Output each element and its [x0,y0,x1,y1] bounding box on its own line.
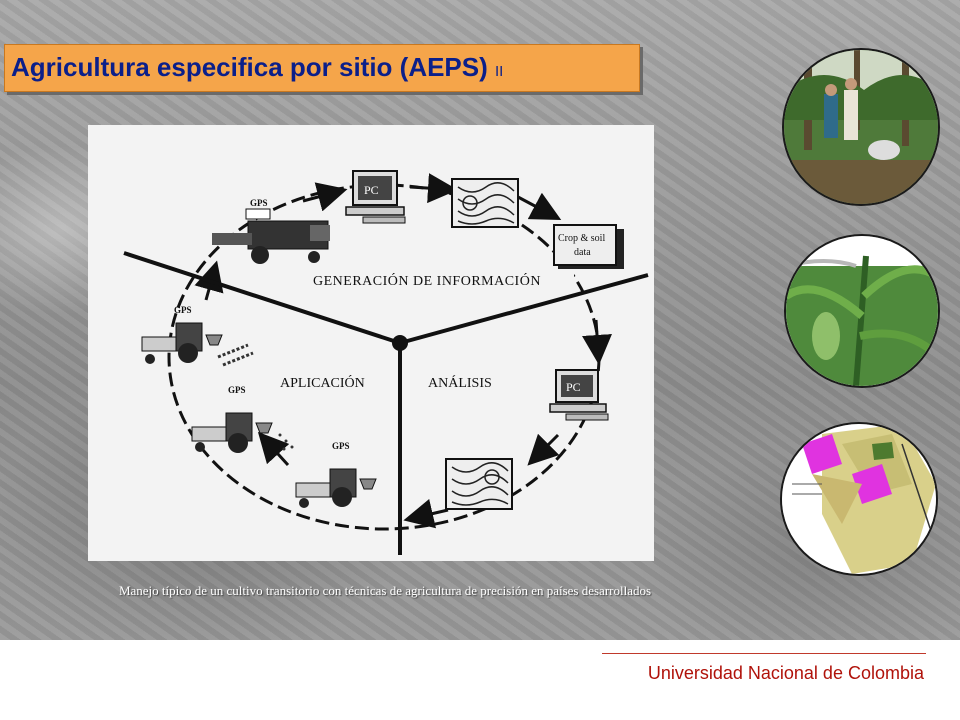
tractor-icon-2: GPS [191,385,294,453]
divider-right [399,273,649,345]
cycle-arrow [517,192,562,221]
svg-text:GPS: GPS [250,198,268,208]
diagram-caption: Manejo típico de un cultivo transitorio … [118,583,652,598]
pc-icon-right: PC [549,369,609,421]
label-aplicacion: APLICACIÓN [280,374,365,391]
cycle-arrow [403,498,449,529]
tractor-icon-3: GPS [295,441,377,508]
cycle-arrow [257,431,290,467]
svg-text:data: data [574,247,591,258]
cycle-arrow [194,260,224,301]
cycle-diagram-svg: GENERACIÓN DE INFORMACIÓN APLICACIÓN ANÁ… [123,170,649,555]
svg-text:PC: PC [364,183,379,197]
svg-text:GPS: GPS [228,385,246,395]
cycle-arrow [582,319,612,365]
slide-title: Agricultura especifica por sitio (AEPS) … [11,52,504,82]
cycle-arrow [302,182,348,212]
footer-divider [602,653,926,654]
cycle-arrow [409,173,458,204]
title-suffix: II [495,63,504,80]
divider-left [123,251,401,345]
center-node [392,335,408,351]
svg-text:PC: PC [566,380,581,394]
field-map-top [451,178,519,228]
tractor-icon-1: GPS [141,305,254,367]
photo-field-map [780,422,938,576]
photo-field-workers [782,48,940,206]
precision-agriculture-diagram: GENERACIÓN DE INFORMACIÓN APLICACIÓN ANÁ… [88,125,654,561]
label-analisis: ANÁLISIS [428,374,492,391]
combine-harvester-icon: GPS [212,198,330,264]
field-map-bottom [445,458,513,510]
label-generacion: GENERACIÓN DE INFORMACIÓN [313,272,541,289]
svg-text:Crop & soil: Crop & soil [558,233,605,244]
svg-text:GPS: GPS [332,441,350,451]
photo-corn-plants [784,234,940,388]
university-footer: Universidad Nacional de Colombia [647,663,924,683]
pc-icon-top: PC [345,170,406,224]
cycle-arrow [527,433,560,466]
crop-soil-data-box: Crop & soil data [553,224,624,269]
svg-text:GPS: GPS [174,305,192,315]
title-banner: Agricultura especifica por sitio (AEPS) … [4,44,640,92]
